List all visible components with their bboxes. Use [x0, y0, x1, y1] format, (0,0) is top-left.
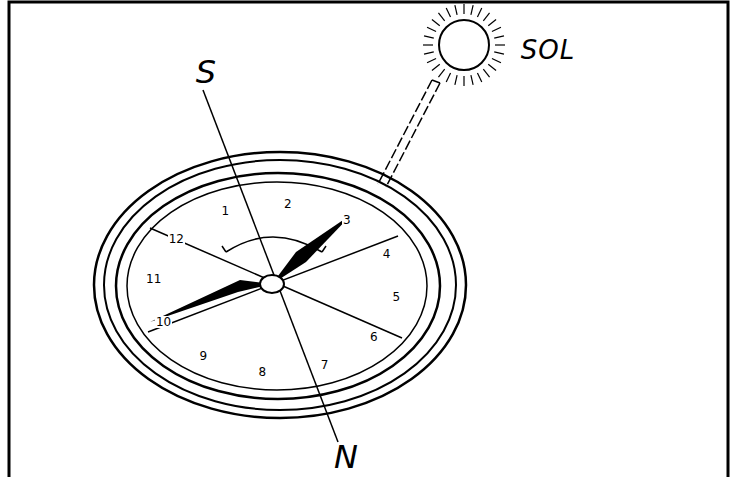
sun-ray	[495, 44, 505, 45]
sun-ray-beam	[378, 80, 440, 187]
sun-ray	[488, 19, 496, 25]
sun-ray	[463, 76, 464, 86]
hour-number: 6	[369, 331, 379, 343]
south-label: S	[196, 56, 216, 88]
hour-number: 7	[320, 359, 330, 371]
sun-ray	[438, 13, 444, 21]
sun-ray	[438, 69, 444, 77]
sun-ray	[488, 64, 496, 70]
sun-ray	[423, 44, 433, 45]
hour-number: 2	[283, 198, 293, 210]
sun-ray	[483, 13, 489, 21]
frame	[9, 2, 728, 477]
sun-ray	[483, 69, 489, 77]
north-label: N	[334, 441, 358, 473]
sun-ray	[432, 64, 440, 70]
hour-number: 12	[168, 233, 185, 245]
hour-number: 1	[221, 205, 231, 217]
center-pin	[260, 275, 284, 293]
sun-ray	[471, 5, 473, 15]
hour-number: 4	[382, 248, 392, 260]
watch-case	[94, 152, 466, 418]
sun-ray	[463, 4, 464, 14]
sun-ray	[477, 73, 481, 82]
sun-ray	[446, 73, 450, 82]
sun-ray	[455, 5, 457, 15]
hour-number: 9	[198, 350, 208, 362]
sun-ray	[424, 36, 434, 38]
sun-ray	[427, 27, 436, 31]
hour-number: 5	[392, 291, 402, 303]
sun-ray	[471, 75, 473, 85]
sun	[423, 4, 505, 86]
hour-number: 10	[155, 316, 172, 328]
sun-ray	[446, 8, 450, 17]
sun-ray	[432, 19, 440, 25]
sun-label: SOL	[521, 37, 575, 63]
sun-ray	[455, 75, 457, 85]
sun-ray	[477, 8, 481, 17]
hour-number: 11	[145, 273, 162, 285]
direction-lines	[148, 90, 402, 442]
sun-ray	[424, 52, 434, 54]
hour-number: 8	[257, 366, 267, 378]
sun-ray	[427, 58, 436, 62]
sun-ray	[492, 58, 501, 62]
sun-ray	[494, 36, 504, 38]
sun-ray	[494, 52, 504, 54]
sun-ray	[492, 27, 501, 31]
hour-number: 3	[342, 214, 352, 226]
hour-hand	[272, 214, 352, 284]
